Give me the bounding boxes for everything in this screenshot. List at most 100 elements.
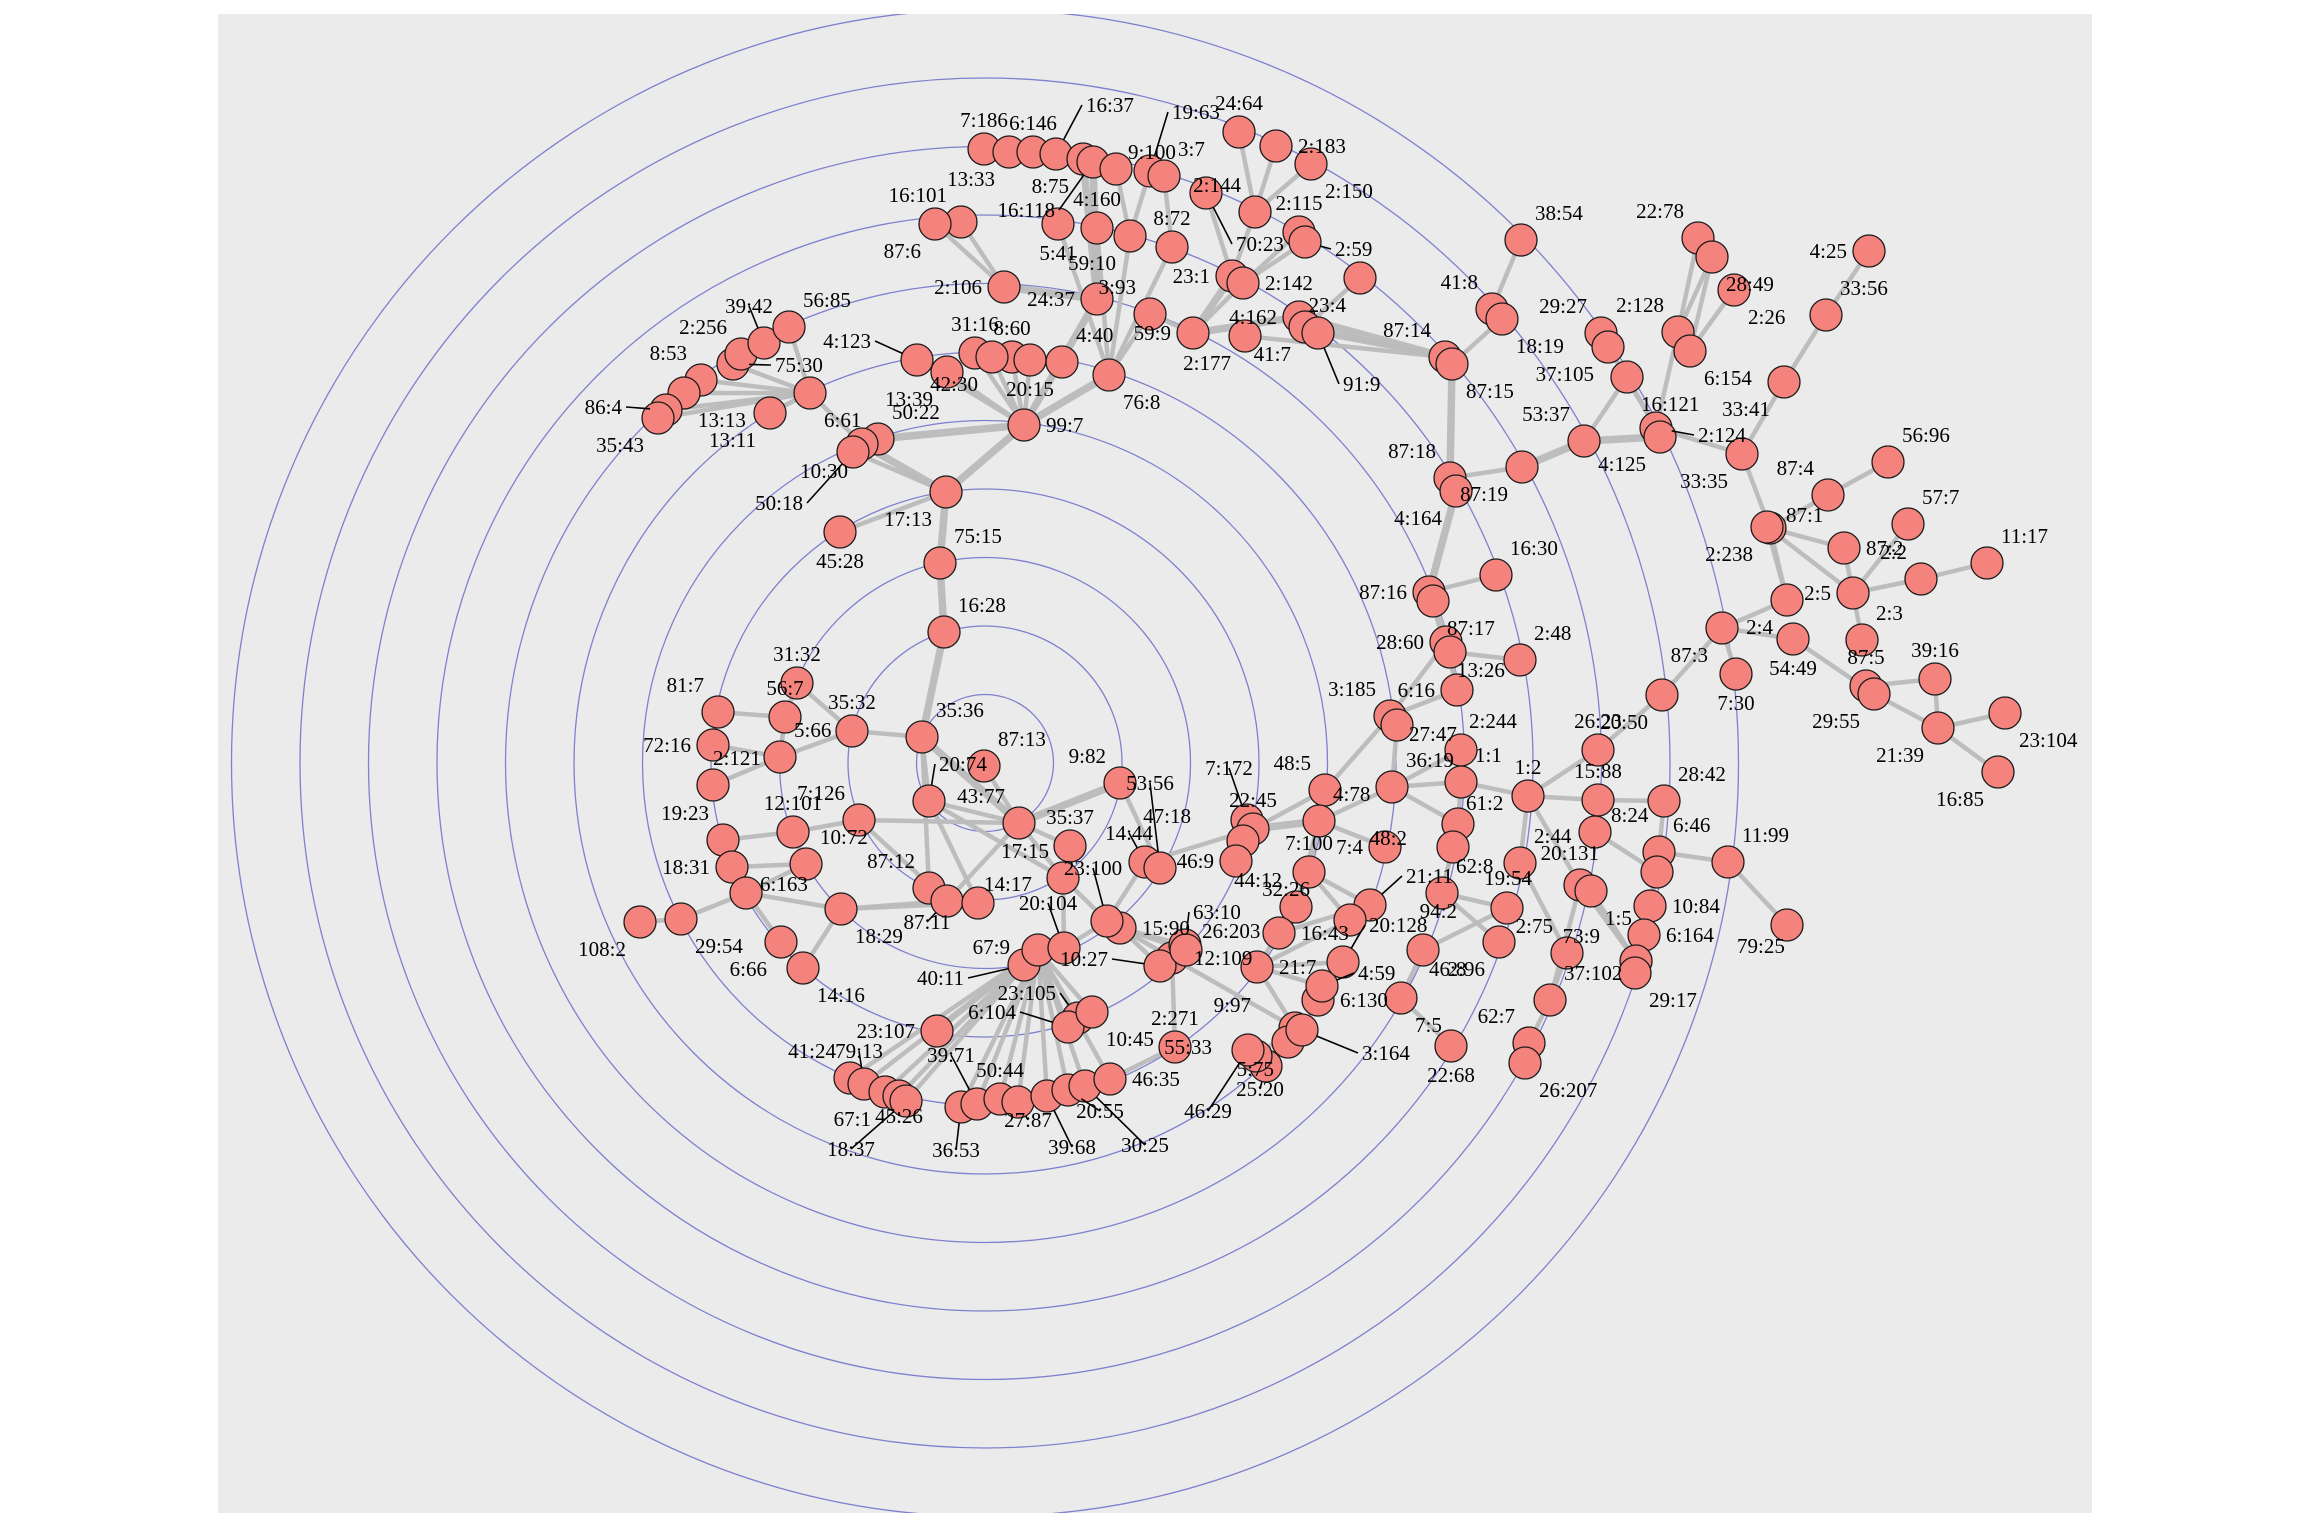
graph-node[interactable] — [1871, 445, 1905, 479]
graph-node[interactable] — [1343, 261, 1377, 295]
graph-node[interactable] — [1750, 510, 1784, 544]
graph-node[interactable] — [1380, 708, 1414, 742]
graph-node[interactable] — [1444, 765, 1478, 799]
graph-node[interactable] — [1618, 956, 1652, 990]
graph-node[interactable] — [912, 784, 946, 818]
graph-node[interactable] — [1852, 234, 1886, 268]
graph-node[interactable] — [1645, 678, 1679, 712]
graph-node[interactable] — [696, 768, 730, 802]
graph-node[interactable] — [1240, 950, 1274, 984]
graph-node[interactable] — [789, 847, 823, 881]
graph-node[interactable] — [1176, 316, 1210, 350]
graph-node[interactable] — [1988, 696, 2022, 730]
graph-node[interactable] — [1857, 677, 1891, 711]
graph-node[interactable] — [920, 1014, 954, 1048]
graph-node[interactable] — [1591, 330, 1625, 364]
graph-node[interactable] — [1485, 302, 1519, 336]
graph-node[interactable] — [835, 714, 869, 748]
graph-node[interactable] — [1695, 240, 1729, 274]
graph-node[interactable] — [1811, 478, 1845, 512]
graph-node[interactable] — [1490, 891, 1524, 925]
graph-node[interactable] — [1440, 673, 1474, 707]
graph-node[interactable] — [1002, 806, 1036, 840]
graph-node[interactable] — [1279, 890, 1313, 924]
graph-node[interactable] — [1143, 949, 1177, 983]
graph-node[interactable] — [1836, 576, 1870, 610]
graph-node[interactable] — [1080, 282, 1114, 316]
graph-node[interactable] — [1080, 211, 1114, 245]
graph-node[interactable] — [1155, 230, 1189, 264]
graph-node[interactable] — [1046, 861, 1080, 895]
graph-node[interactable] — [1921, 711, 1955, 745]
graph-node[interactable] — [1567, 424, 1601, 458]
graph-node[interactable] — [1285, 1013, 1319, 1047]
graph-node[interactable] — [1891, 507, 1925, 541]
graph-node[interactable] — [1262, 916, 1296, 950]
graph-node[interactable] — [1717, 273, 1751, 307]
graph-node[interactable] — [1504, 223, 1538, 257]
graph-node[interactable] — [929, 475, 963, 509]
graph-node[interactable] — [729, 876, 763, 910]
graph-node[interactable] — [823, 515, 857, 549]
graph-node[interactable] — [664, 902, 698, 936]
graph-node[interactable] — [900, 343, 934, 377]
graph-node[interactable] — [1238, 195, 1272, 229]
graph-node[interactable] — [1189, 176, 1223, 210]
graph-node[interactable] — [1436, 830, 1470, 864]
graph-node[interactable] — [1505, 450, 1539, 484]
graph-node[interactable] — [1301, 316, 1335, 350]
graph-node[interactable] — [1767, 365, 1801, 399]
graph-node[interactable] — [1711, 845, 1745, 879]
graph-node[interactable] — [1333, 903, 1367, 937]
graph-node[interactable] — [1092, 358, 1126, 392]
graph-node[interactable] — [1425, 876, 1459, 910]
graph-node[interactable] — [1610, 360, 1644, 394]
graph-node[interactable] — [1434, 1029, 1468, 1063]
graph-node[interactable] — [1725, 437, 1759, 471]
graph-node[interactable] — [753, 396, 787, 430]
graph-node[interactable] — [1719, 657, 1753, 691]
graph-node[interactable] — [927, 615, 961, 649]
graph-node[interactable] — [1231, 1033, 1265, 1067]
graph-node[interactable] — [1288, 225, 1322, 259]
graph-node[interactable] — [1259, 129, 1293, 163]
graph-node[interactable] — [1705, 611, 1739, 645]
graph-node[interactable] — [768, 700, 802, 734]
graph-node[interactable] — [1550, 936, 1584, 970]
graph-node[interactable] — [1433, 635, 1467, 669]
graph-node[interactable] — [641, 401, 675, 435]
graph-node[interactable] — [836, 435, 870, 469]
graph-node[interactable] — [1578, 815, 1612, 849]
graph-node[interactable] — [1482, 925, 1516, 959]
graph-node[interactable] — [793, 376, 827, 410]
graph-node[interactable] — [1673, 334, 1707, 368]
graph-node[interactable] — [1533, 983, 1567, 1017]
graph-node[interactable] — [696, 728, 730, 762]
graph-node[interactable] — [1640, 855, 1674, 889]
graph-node[interactable] — [1169, 933, 1203, 967]
graph-node[interactable] — [1511, 779, 1545, 813]
graph-node[interactable] — [1228, 319, 1262, 353]
graph-node[interactable] — [1633, 889, 1667, 923]
graph-node[interactable] — [1384, 981, 1418, 1015]
graph-node[interactable] — [1113, 219, 1147, 253]
graph-node[interactable] — [1045, 345, 1079, 379]
graph-node[interactable] — [1508, 1046, 1542, 1080]
graph-node[interactable] — [1406, 933, 1440, 967]
graph-node[interactable] — [1435, 347, 1469, 381]
graph-node[interactable] — [763, 740, 797, 774]
graph-node[interactable] — [1099, 152, 1133, 186]
graph-node[interactable] — [1147, 159, 1181, 193]
graph-node[interactable] — [1013, 343, 1047, 377]
graph-node[interactable] — [1503, 643, 1537, 677]
graph-node[interactable] — [961, 886, 995, 920]
graph-node[interactable] — [1647, 784, 1681, 818]
graph-node[interactable] — [1368, 830, 1402, 864]
graph-node[interactable] — [1439, 474, 1473, 508]
graph-node[interactable] — [1051, 1010, 1085, 1044]
graph-node[interactable] — [1479, 558, 1513, 592]
graph-node[interactable] — [918, 207, 952, 241]
graph-node[interactable] — [1143, 851, 1177, 885]
graph-node[interactable] — [1158, 1030, 1192, 1064]
graph-node[interactable] — [1770, 908, 1804, 942]
